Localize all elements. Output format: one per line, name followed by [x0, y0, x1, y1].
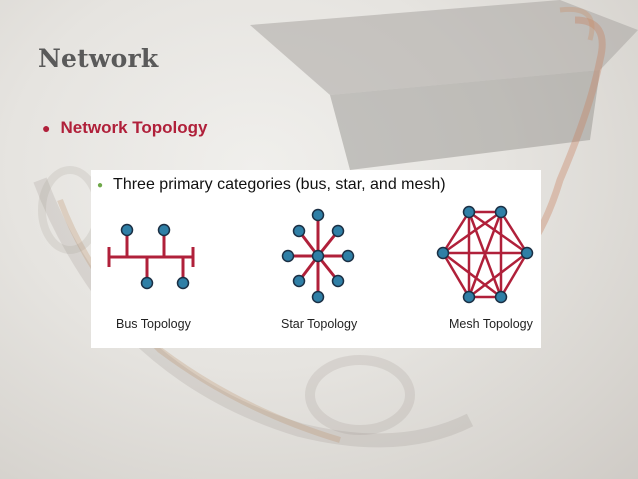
mesh-topology-diagram — [441, 210, 529, 299]
figure-heading: ● Three primary categories (bus, star, a… — [97, 176, 446, 194]
star-topology-caption: Star Topology — [281, 317, 358, 331]
topology-diagrams — [107, 205, 534, 304]
figure-bullet-icon: ● — [97, 179, 104, 191]
figure-heading-text: Three primary categories (bus, star, and… — [113, 176, 446, 193]
bullet-text: Network Topology — [60, 118, 208, 137]
mesh-node — [494, 205, 508, 219]
bus-node — [157, 223, 171, 237]
mesh-node — [462, 290, 476, 304]
bus-topology-caption: Bus Topology — [116, 317, 191, 331]
bus-node — [176, 276, 190, 290]
star-hub-node — [311, 249, 325, 263]
bus-node — [140, 276, 154, 290]
star-node — [292, 224, 306, 238]
star-node — [331, 224, 345, 238]
star-node — [292, 274, 306, 288]
slide-title: Network — [38, 44, 159, 73]
mesh-node — [436, 246, 450, 260]
star-node — [331, 274, 345, 288]
mesh-topology-caption: Mesh Topology — [449, 317, 533, 331]
mesh-nodes — [436, 205, 534, 304]
bus-topology-diagram — [107, 230, 195, 282]
mesh-node — [494, 290, 508, 304]
bus-nodes — [120, 223, 190, 290]
mesh-node — [520, 246, 534, 260]
bus-node — [120, 223, 134, 237]
star-node — [281, 249, 295, 263]
mesh-node — [462, 205, 476, 219]
star-node — [311, 208, 325, 222]
bullet-item: ● Network Topology — [42, 118, 207, 138]
star-node — [341, 249, 355, 263]
star-nodes — [281, 208, 355, 304]
star-node — [311, 290, 325, 304]
topology-figure: ● Three primary categories (bus, star, a… — [91, 170, 541, 348]
bullet-dot-icon: ● — [42, 120, 51, 136]
